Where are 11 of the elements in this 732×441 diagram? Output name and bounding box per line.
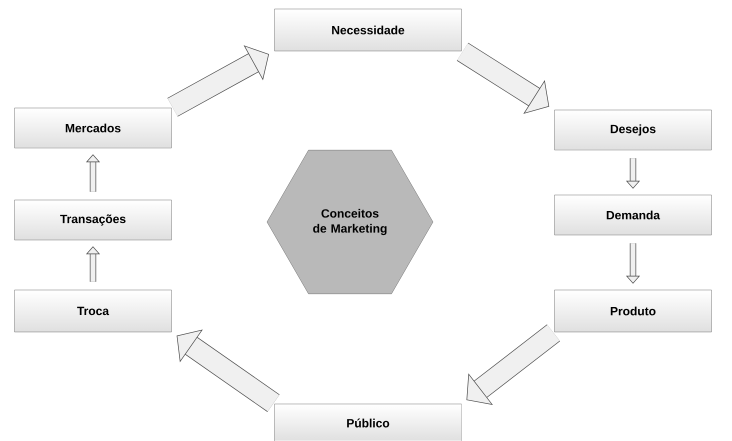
concept-box: Mercados [14, 108, 172, 148]
concept-box: Transações [14, 200, 172, 240]
concept-box: Necessidade [274, 8, 462, 52]
hexagon: Conceitos de Marketing [266, 150, 434, 294]
block-arrow [456, 42, 550, 114]
concept-box: Desejos [554, 110, 712, 150]
concept-box: Público [274, 404, 462, 441]
concept-box: Troca [14, 290, 172, 332]
concept-box: Demanda [554, 194, 712, 236]
block-arrow [466, 324, 560, 405]
concept-box: Produto [554, 290, 712, 332]
